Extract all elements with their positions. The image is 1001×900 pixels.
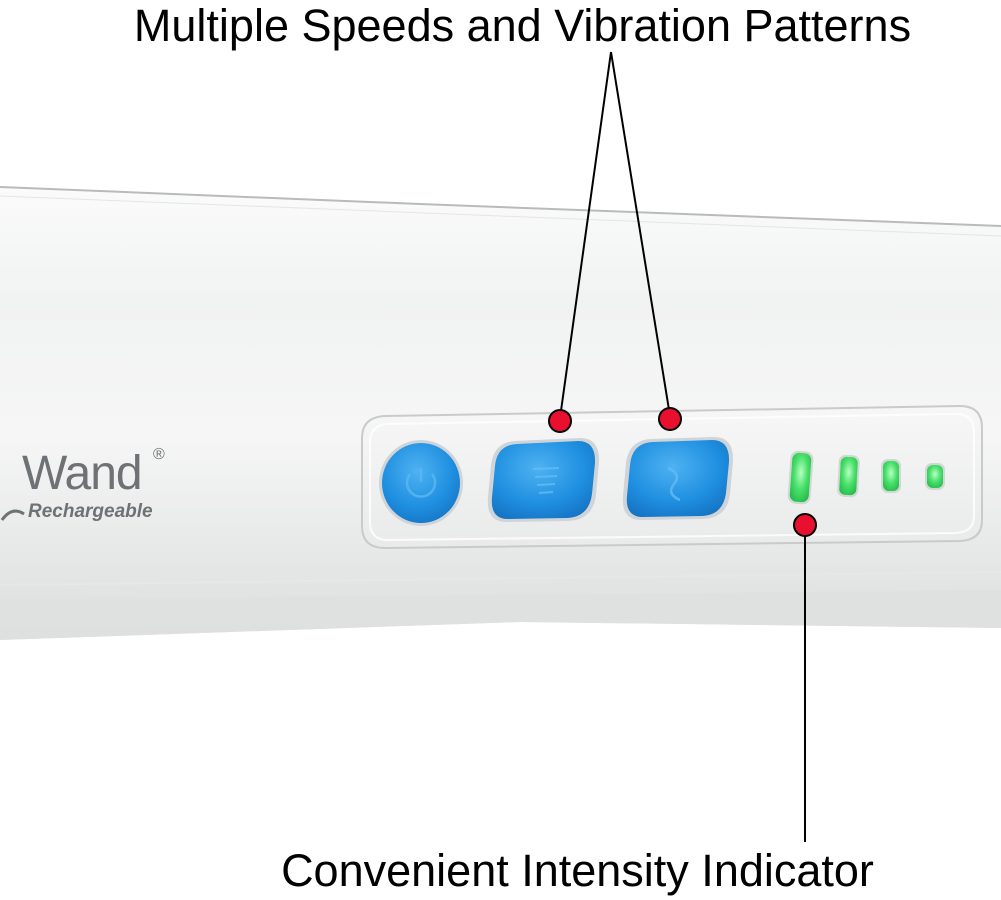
brand-name: Wand (22, 447, 143, 500)
speed-lines-icon (532, 467, 560, 494)
brand-swoosh-icon (0, 509, 25, 521)
callout-label-speeds-patterns: Multiple Speeds and Vibration Patterns (133, 0, 912, 51)
callout-dots (548, 407, 817, 537)
callout-lines (559, 51, 806, 842)
power-icon (405, 468, 437, 498)
brand-registered-mark: ® (153, 446, 165, 463)
callout-dot-indicator (793, 513, 817, 537)
brand-subtitle: Rechargeable (28, 501, 153, 522)
callout-dot-pattern (658, 407, 682, 431)
pattern-wave-icon (667, 466, 681, 502)
callout-dot-speed (548, 409, 572, 433)
intensity-indicator (787, 450, 945, 505)
pattern-button[interactable] (622, 437, 734, 520)
callout-label-intensity-indicator: Convenient Intensity Indicator (281, 845, 874, 896)
speed-button[interactable] (487, 438, 600, 522)
power-button[interactable] (379, 440, 463, 526)
